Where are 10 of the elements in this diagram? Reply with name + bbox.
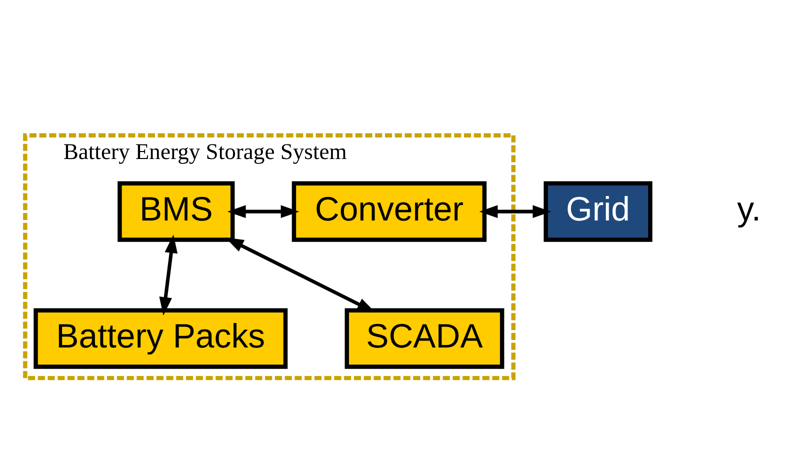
arrow (225, 237, 376, 312)
label: y. (737, 190, 761, 228)
node-box: Grid (544, 180, 652, 242)
node-box: SCADA (344, 308, 504, 368)
node-box: BMS (118, 180, 235, 242)
arrow (479, 204, 552, 218)
node-box: Converter (292, 180, 487, 242)
arrow (227, 204, 300, 218)
node-box: Battery Packs (34, 308, 288, 368)
arrow (159, 234, 178, 316)
